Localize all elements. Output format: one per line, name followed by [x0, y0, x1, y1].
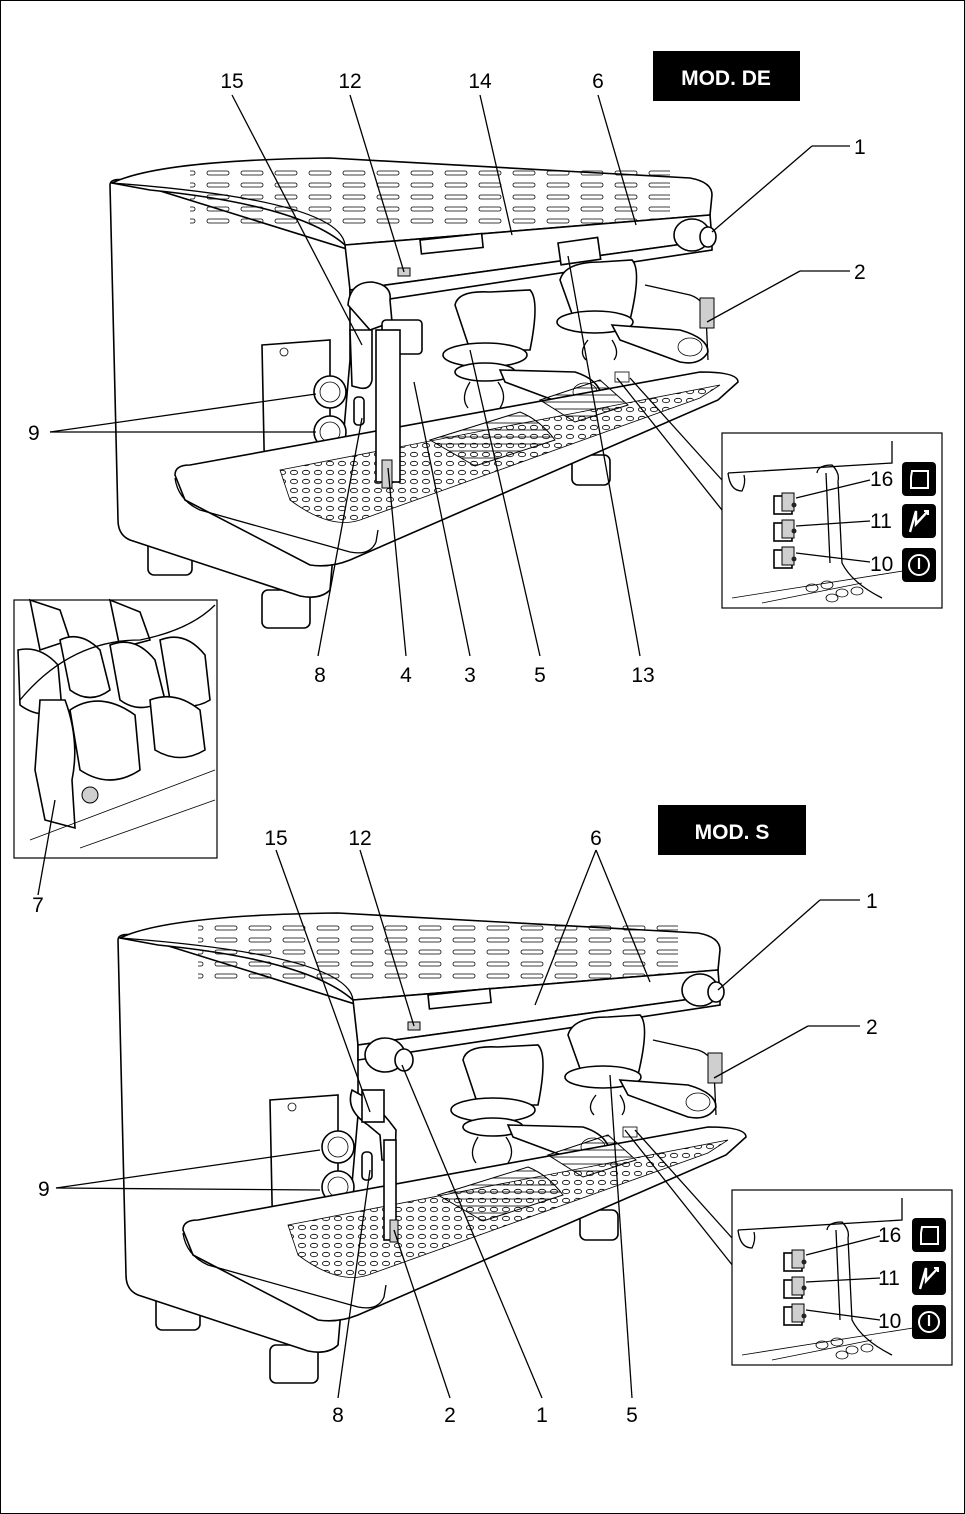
valve-detail-figure: 7	[13, 598, 218, 917]
cup-warmer-icon-s	[911, 1217, 947, 1253]
label-s-11: 11	[878, 1267, 900, 1290]
power-icon-s	[910, 1303, 948, 1341]
label-s-9: 9	[38, 1178, 50, 1201]
label-s-1: 1	[866, 890, 878, 913]
steam-wand-de	[347, 281, 423, 489]
label-s-5: 5	[626, 1404, 638, 1427]
model-de-badge-text: MOD. DE	[681, 67, 771, 90]
heating-icon	[900, 502, 938, 540]
label-s-10: 10	[878, 1310, 901, 1333]
label-13: 13	[631, 664, 654, 687]
label-s-8: 8	[332, 1404, 344, 1427]
label-9: 9	[28, 422, 40, 445]
model-de-badge	[653, 51, 800, 101]
label-s-6: 6	[590, 827, 602, 850]
model-de-figure: MOD. DE	[28, 51, 943, 687]
label-s-2-bottom: 2	[444, 1404, 456, 1427]
display-screen	[557, 236, 602, 266]
label-5: 5	[534, 664, 546, 687]
label-s-16: 16	[878, 1224, 901, 1247]
label-s-12: 12	[348, 827, 371, 850]
power-icon	[900, 546, 938, 584]
label-8: 8	[314, 664, 326, 687]
label-3: 3	[464, 664, 476, 687]
label-16: 16	[870, 468, 893, 491]
cup-warmer-icon	[901, 461, 937, 497]
label-11: 11	[870, 510, 892, 533]
label-2: 2	[854, 261, 866, 284]
label-12: 12	[338, 70, 361, 93]
heating-icon-s	[910, 1259, 948, 1297]
label-15: 15	[220, 70, 243, 93]
label-6: 6	[592, 70, 604, 93]
label-s-2: 2	[866, 1016, 878, 1039]
label-7: 7	[32, 894, 44, 917]
model-s-badge	[658, 805, 806, 855]
label-1: 1	[854, 136, 866, 159]
model-s-badge-text: MOD. S	[695, 821, 770, 844]
label-10: 10	[870, 553, 893, 576]
model-s-figure: MOD. S	[38, 805, 953, 1427]
label-14: 14	[468, 70, 492, 93]
label-s-15: 15	[264, 827, 287, 850]
label-4: 4	[400, 664, 412, 687]
label-s-1-bottom: 1	[536, 1404, 548, 1427]
